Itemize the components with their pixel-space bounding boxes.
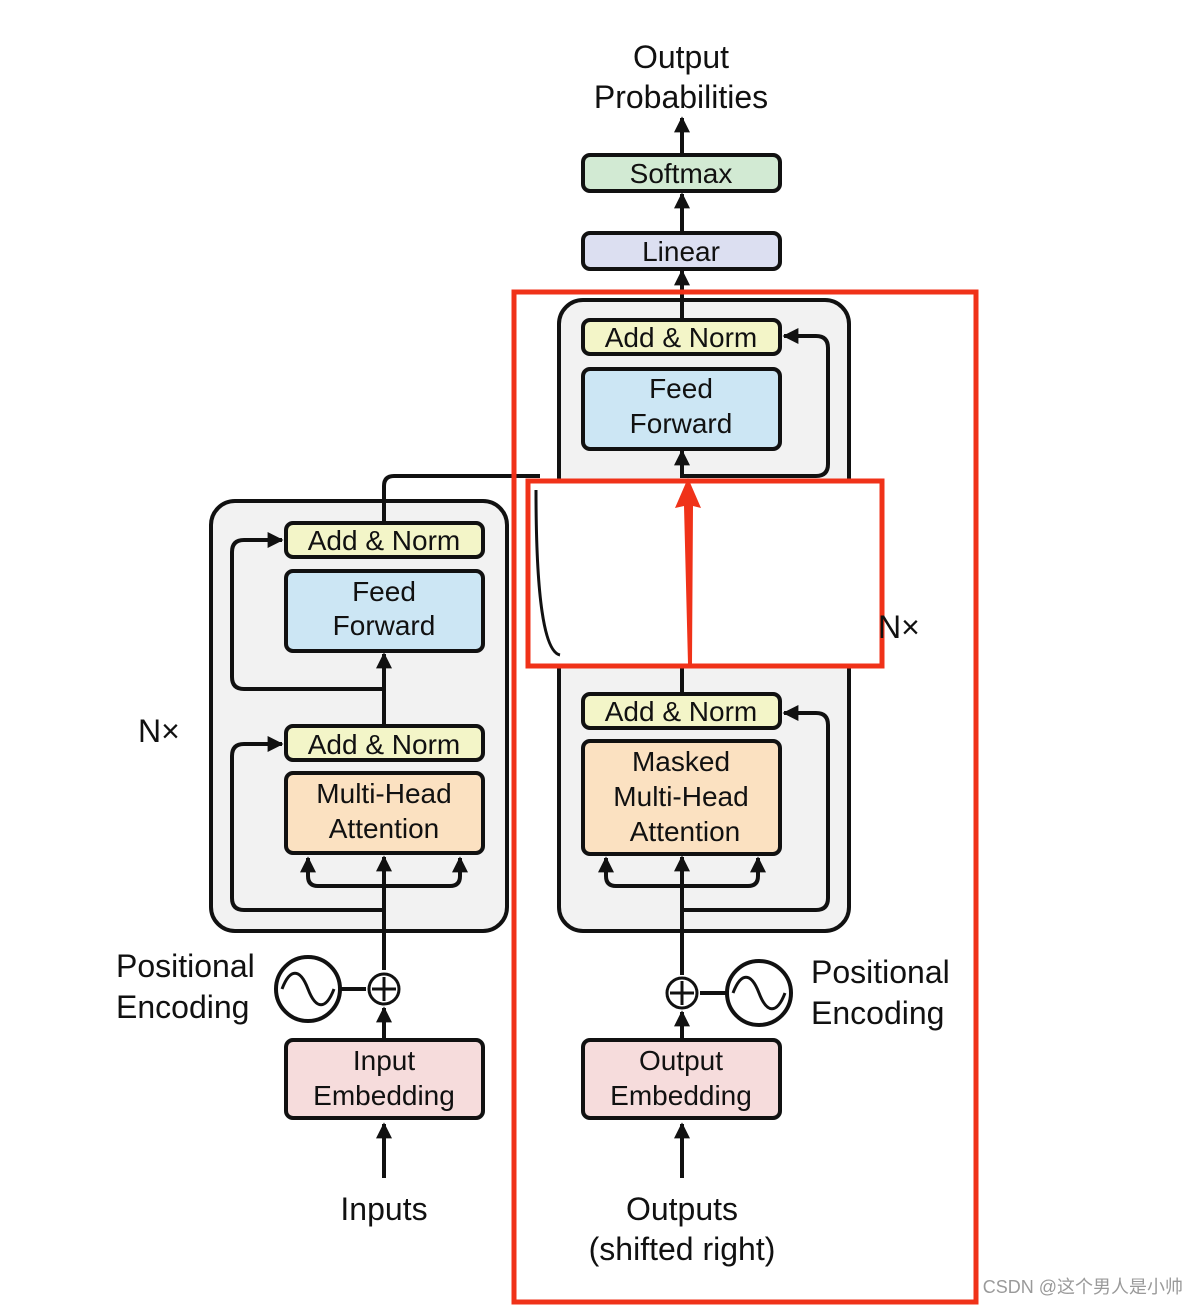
outputs-label-line1: Outputs [626,1191,738,1227]
softmax-block: Softmax [581,153,782,193]
watermark-text: CSDN @这个男人是小帅 [983,1277,1183,1297]
encoder-stack [209,499,509,933]
positional-encoding-left-line2: Encoding [116,989,249,1025]
decoder-mmha-line1: Masked [632,746,730,777]
positional-encoding-left-line1: Positional [116,948,255,984]
decoder-feed-forward-line1: Feed [649,373,713,404]
decoder-sine-wave-icon [725,959,793,1027]
decoder-feed-forward: Feed Forward [581,367,782,451]
linear-label: Linear [642,236,720,267]
input-embedding-line2: Embedding [313,1080,455,1111]
highlight-removed-region [525,478,885,669]
output-embedding-block: Output Embedding [581,1038,782,1120]
encoder-connections [230,474,540,1178]
positional-encoding-right-line1: Positional [811,954,950,990]
red-up-arrow-icon [675,478,701,664]
encoder-feed-forward: Feed Forward [284,569,485,653]
inputs-label: Inputs [340,1191,427,1227]
decoder-connections [598,116,830,1178]
highlight-decoder-frame [511,289,979,1305]
encoder-mha-line1: Multi-Head [316,778,451,809]
encoder-multi-head-attention: Multi-Head Attention [284,771,485,855]
decoder-feed-forward-line2: Forward [630,408,733,439]
encoder-feed-forward-line2: Forward [333,610,436,641]
outputs-label-line2: (shifted right) [589,1231,776,1267]
decoder-add-norm-bottom: Add & Norm [581,692,782,730]
encoder-feed-forward-line1: Feed [352,576,416,607]
input-embedding-block: Input Embedding [284,1038,485,1120]
decoder-add-norm-top: Add & Norm [581,318,782,356]
positional-encoding-right-line2: Encoding [811,995,944,1031]
linear-block: Linear [581,231,782,271]
input-embedding-line1: Input [353,1045,415,1076]
redaction-white-box [528,481,882,666]
encoder-add-norm-top: Add & Norm [284,521,485,559]
output-embedding-line2: Embedding [610,1080,752,1111]
output-embedding-line1: Output [639,1045,723,1076]
encoder-add-norm-bottom-label: Add & Norm [308,729,461,760]
decoder-stack-edge-left [534,489,561,657]
encoder-add-norm-top-label: Add & Norm [308,525,461,556]
decoder-mmha-line3: Attention [630,816,741,847]
encoder-nx-label: N× [138,713,180,749]
output-probabilities-line2: Probabilities [594,79,768,115]
encoder-mha-line2: Attention [329,813,440,844]
encoder-sine-wave-icon [274,955,342,1023]
encoder-add-norm-bottom: Add & Norm [284,724,485,762]
decoder-add-norm-bottom-label: Add & Norm [605,696,758,727]
decoder-masked-multi-head-attention: Masked Multi-Head Attention [581,739,782,856]
decoder-mmha-line2: Multi-Head [613,781,748,812]
decoder-nx-label: N× [878,609,920,645]
encoder-add-circle-icon [367,972,401,1006]
decoder-add-circle-icon [665,976,699,1010]
decoder-add-norm-top-label: Add & Norm [605,322,758,353]
output-probabilities-line1: Output [633,39,729,75]
softmax-label: Softmax [630,158,733,189]
